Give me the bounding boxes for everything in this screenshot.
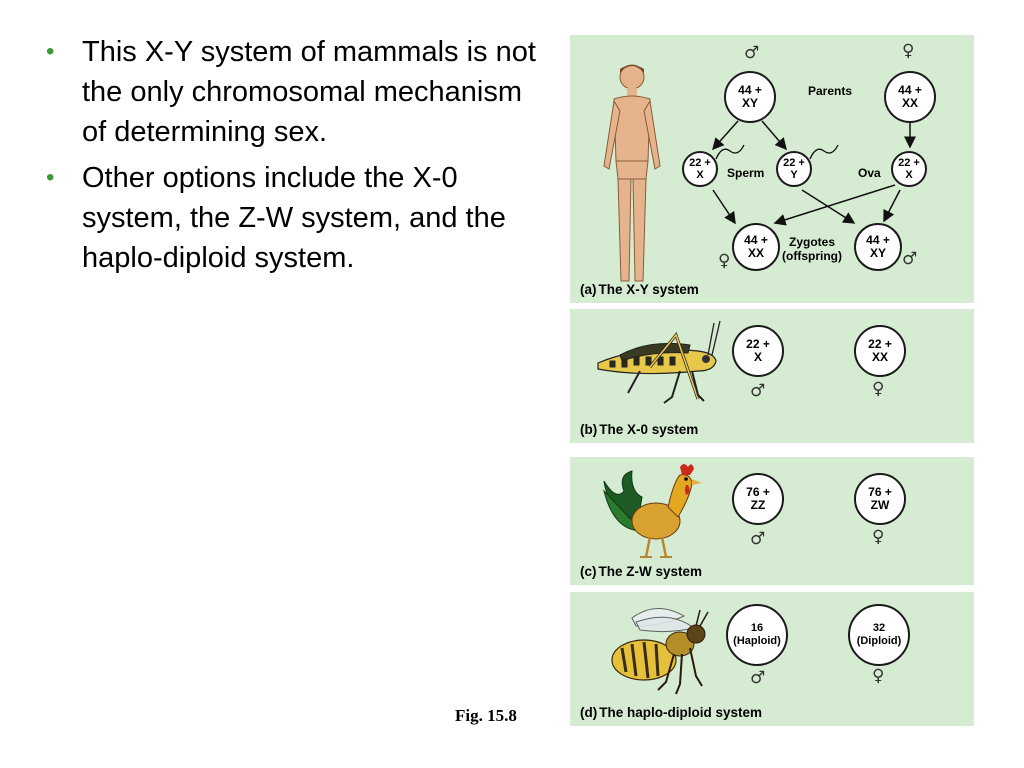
zygote-male-chromosomes: 44 + XY [854,223,902,271]
panel-label: (c)The Z-W system [580,564,702,579]
bullet-dot-icon: • [46,164,55,191]
male-chromosomes: 76 + ZZ [732,473,784,525]
male-chromosomes: 22 + X [732,325,784,377]
panel-title: The Z-W system [598,564,703,579]
bee-illustration [611,608,709,695]
panel-letter: (a) [580,282,597,297]
sperm-x-chromosomes: 22 + X [682,151,718,187]
sperm-y-chromosomes: 22 + Y [776,151,812,187]
female-symbol-icon: ♀ [902,41,915,61]
sperm-label: Sperm [727,166,765,180]
female-chromosomes: 22 + XX [854,325,906,377]
panel-letter: (d) [580,705,598,720]
male-symbol-icon: ♂ [750,668,766,688]
panel-title: The X-Y system [598,282,699,297]
male-symbol-icon: ♂ [750,529,766,549]
panel-label: (d)The haplo-diploid system [580,705,762,720]
bullet-text: This X-Y system of mammals is not the on… [82,36,536,148]
panel-letter: (c) [580,564,597,579]
panel-letter: (b) [580,422,598,437]
panel-x0-system: 22 + X ♂ 22 + XX ♀ (b)The X-0 system [570,309,974,443]
bullet-text: Other options include the X-0 system, th… [82,162,506,274]
rooster-illustration [603,464,702,558]
bullet-list: • This X-Y system of mammals is not the o… [40,32,540,284]
bullet-dot-icon: • [46,38,55,65]
human-illustration [603,64,661,282]
male-symbol-icon: ♂ [902,249,918,269]
parent-male-chromosomes: 44 + XY [724,71,776,123]
panel-xy-system: ♂ ♀ 44 + XY Parents 44 + XX 22 + X Sperm… [570,35,974,303]
zygote-female-chromosomes: 44 + XX [732,223,780,271]
figure-caption: Fig. 15.8 [455,706,517,725]
male-symbol-icon: ♂ [744,43,760,63]
bullet-item: • This X-Y system of mammals is not the o… [40,32,540,152]
bullet-item: • Other options include the X-0 system, t… [40,158,540,278]
female-symbol-icon: ♀ [872,379,885,399]
panel-label: (b)The X-0 system [580,422,698,437]
parents-label: Parents [808,84,853,98]
ovum-chromosomes: 22 + X [891,151,927,187]
panel-haplo-diploid-system: 16 (Haploid) ♂ 32 (Diploid) ♀ (d)The hap… [570,592,974,726]
ova-label: Ova [858,166,881,180]
male-chromosomes: 16 (Haploid) [726,604,788,666]
female-symbol-icon: ♀ [872,666,885,686]
parent-female-chromosomes: 44 + XX [884,71,936,123]
panel-title: The haplo-diploid system [599,705,763,720]
female-chromosomes: 32 (Diploid) [848,604,910,666]
zygotes-label: Zygotes (offspring) [782,235,842,263]
panel-label: (a)The X-Y system [580,282,699,297]
inheritance-arrows [712,120,916,226]
panel-zw-system: 76 + ZZ ♂ 76 + ZW ♀ (c)The Z-W system [570,457,974,585]
panel-title: The X-0 system [599,422,699,437]
grasshopper-illustration [597,320,721,404]
female-symbol-icon: ♀ [872,527,885,547]
female-chromosomes: 76 + ZW [854,473,906,525]
female-symbol-icon: ♀ [718,251,731,271]
male-symbol-icon: ♂ [750,381,766,401]
